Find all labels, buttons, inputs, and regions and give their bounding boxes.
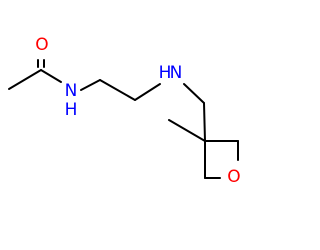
- amine-hydrogen-label: H: [159, 63, 172, 83]
- bond-ch2-ch2: [99, 79, 136, 101]
- amide-nitrogen-label: N: [65, 81, 78, 101]
- amine-nitrogen-label: N: [170, 63, 183, 83]
- carbonyl-oxygen-label: O: [35, 35, 48, 55]
- bond-quaternary-methyl: [168, 119, 206, 142]
- bond-carbonyl-amide-n: [40, 69, 62, 83]
- bond-methyl-carbonyl: [8, 69, 42, 90]
- bond-ch2-amine-n: [134, 83, 161, 101]
- molecule-structure: O N H H N O: [8, 35, 241, 187]
- ring-oxygen-label: O: [227, 167, 240, 187]
- bond-ch2-quaternary-c: [203, 102, 206, 142]
- bond-amine-n-ch2: [183, 83, 205, 104]
- bond-amide-n-ch2: [80, 79, 101, 91]
- amide-hydrogen-label: H: [65, 100, 78, 120]
